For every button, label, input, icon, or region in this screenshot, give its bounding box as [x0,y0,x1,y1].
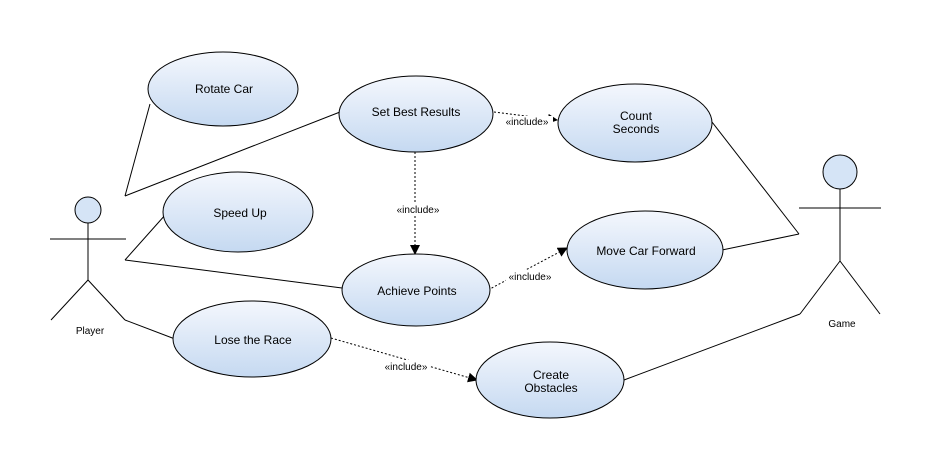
use-case-label-line-2: Obstacles [524,381,577,395]
use-case-rotate-car[interactable]: Rotate Car [147,51,299,127]
use-case-label: Move Car Forward [596,244,695,258]
use-case-label: Achieve Points [377,284,456,298]
use-case-speed-up[interactable]: Speed Up [162,171,314,253]
actor-player[interactable]: Player [50,196,126,337]
use-case-label: Set Best Results [372,105,461,119]
actor-player-head [74,196,102,224]
use-case-label-line-2: Seconds [613,122,660,136]
use-case-create-obstacles[interactable]: Create Obstacles [475,341,625,419]
use-case-label: Speed Up [213,206,267,220]
assoc-game-move-car-forward [721,233,800,251]
actor-game-left-leg [799,260,841,315]
actor-player-left-leg [50,279,89,321]
assoc-player-achieve-points [124,259,343,289]
include-lose-the-race-create-obstacles [330,337,478,383]
assoc-player-lose-the-race [124,319,176,340]
use-case-label-line-1: Count [620,109,653,123]
include-label-set-best-results-achieve-points: «include» [394,203,442,216]
assoc-game-count-seconds [711,121,800,235]
include-label-lose-the-race-create-obstacles: «include» [382,360,430,373]
actor-game-label: Game [828,319,856,330]
actor-game-head [822,154,858,190]
include-label-set-best-results-count-seconds: «include» [503,116,553,128]
svg-text:«include»: «include» [397,205,440,216]
svg-text:«include»: «include» [509,272,552,283]
use-case-label-line-1: Create [533,368,569,382]
svg-text:«include»: «include» [385,362,428,373]
include-label-achieve-points-move-car-forward: «include» [506,270,554,283]
actor-game-right-leg [839,260,881,315]
use-case-lose-the-race[interactable]: Lose the Race [172,300,332,378]
assoc-player-set-best-results [124,111,341,197]
use-case-count-seconds[interactable]: Count Seconds [557,83,713,163]
assoc-game-create-obstacles [623,313,801,381]
actor-game[interactable]: Game [799,154,881,330]
use-case-achieve-points[interactable]: Achieve Points [341,253,491,327]
include-achieve-points-move-car-forward [487,247,568,291]
use-case-move-car-forward[interactable]: Move Car Forward [566,210,724,290]
use-case-set-best-results[interactable]: Set Best Results [338,75,494,153]
use-case-label: Lose the Race [214,333,292,347]
assoc-player-speed-up [124,213,167,261]
actor-player-label: Player [76,326,105,337]
actor-player-right-leg [87,279,126,321]
svg-text:«include»: «include» [506,117,549,128]
assoc-player-rotate-car [124,103,151,197]
use-case-label: Rotate Car [195,82,253,96]
